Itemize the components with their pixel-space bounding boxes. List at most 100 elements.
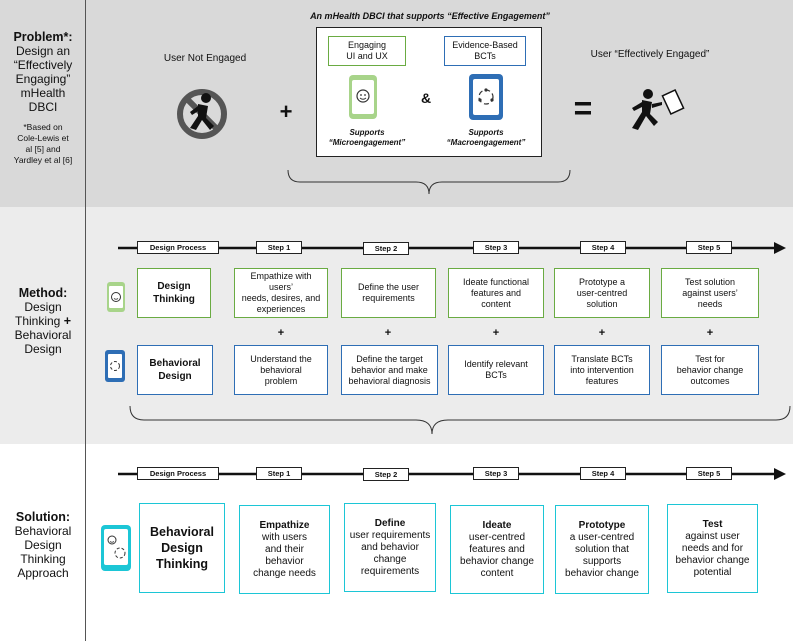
bd-label-line: Behavioral [149, 358, 201, 369]
method-step-1-tag: Step 1 [256, 241, 302, 254]
bd-step-line: into intervention [570, 364, 634, 375]
solution-step-line: user requirements [349, 529, 431, 541]
solution-step-line: behavior [265, 555, 304, 567]
solution-step-2-box: Define user requirements and behavior ch… [344, 503, 436, 592]
dt-step-line: against users’ [682, 287, 738, 298]
engaging-ui-box: Engaging UI and UX [328, 36, 406, 66]
solution-step-line: against user [685, 530, 740, 542]
method-step-3-tag: Step 3 [473, 241, 519, 254]
dt-step-4-box: Prototype a user-centred solution [554, 268, 650, 318]
problem-sub-line: mHealth [20, 86, 66, 100]
solution-step-line: user-centred [468, 531, 526, 543]
solution-timeline-arrow [118, 468, 786, 480]
method-design-process-tag: Design Process [137, 241, 219, 254]
method-step-5-tag: Step 5 [686, 241, 732, 254]
sidebar-divider [85, 0, 86, 641]
bd-step-line: problem [264, 375, 298, 386]
solution-step-head: Test [702, 518, 723, 530]
bdt-label-line: Thinking [155, 557, 209, 571]
solution-step-line: content [480, 567, 514, 579]
method-step-2-tag: Step 2 [363, 242, 409, 255]
supports-macro-caption: Supports “Macroengagement” [440, 128, 532, 148]
solution-step-line: a user-centred [569, 531, 635, 543]
solution-step-3-tag: Step 3 [473, 467, 519, 480]
micro-line: Supports [349, 128, 385, 137]
bd-label-line: Design [158, 371, 192, 382]
bd-step-line: behavioral diagnosis [348, 375, 431, 386]
dt-label-line: Thinking [153, 294, 195, 305]
plus-sign-step-4: + [598, 327, 606, 339]
bdt-label-box: Behavioral Design Thinking [139, 503, 225, 593]
method-heading: Method: [18, 286, 68, 300]
solution-step-line: supports [582, 555, 622, 567]
problem-label: Problem*: Design an “Effectively Engagin… [0, 30, 86, 166]
problem-sub-line: DBCI [28, 100, 58, 114]
bd-step-5-box: Test for behavior change outcomes [661, 345, 759, 395]
blue-phone-small-icon [105, 350, 125, 382]
bd-step-line: features [585, 375, 619, 386]
dt-step-line: Define the user [357, 282, 420, 292]
solution-step-line: with users [261, 531, 307, 543]
green-phone-smiley-icon [349, 75, 377, 119]
method-sub-line: Thinking + [0, 314, 86, 328]
method-sub-line: Behavioral [14, 328, 72, 342]
engaged-running-person-icon [632, 88, 685, 130]
cyan-phone-combined-icon [101, 525, 131, 571]
plus-sign-step-2: + [384, 327, 392, 339]
dt-step-line: requirements [362, 293, 415, 303]
not-engaged-person-icon [177, 89, 227, 139]
effectively-engaged-label: User “Effectively Engaged” [590, 49, 710, 60]
bd-step-line: outcomes [690, 375, 730, 386]
method-sub-line: Design [24, 342, 62, 356]
solution-step-line: features and [469, 543, 525, 555]
dt-step-line: Test solution [684, 276, 736, 287]
solution-step-line: change [373, 553, 407, 565]
macro-line: Supports [468, 128, 504, 137]
problem-brace [287, 169, 571, 195]
problem-sub-line: “Effectively [13, 58, 73, 72]
solution-step-line: behavior change [675, 554, 750, 566]
solution-step-head: Define [374, 517, 406, 529]
bd-step-line: Understand the [250, 353, 312, 364]
bd-step-line: behavior and make [351, 364, 428, 375]
bdt-label-line: Design [161, 541, 203, 555]
method-sub-plus: + [63, 314, 71, 328]
engaging-line: UI and UX [346, 51, 388, 61]
bd-step-3-box: Identify relevant BCTs [448, 345, 544, 395]
dt-step-line: experiences [256, 304, 306, 314]
note-line: Yardley et al [6] [13, 155, 73, 165]
solution-sub-line: Behavioral [14, 524, 72, 538]
solution-step-4-box: Prototype a user-centred solution that s… [555, 505, 649, 594]
note-line: al [5] and [25, 144, 61, 154]
solution-step-line: requirements [360, 565, 420, 577]
dt-step-1-box: Empathize with users’ needs, desires, an… [234, 268, 328, 318]
solution-step-2-tag: Step 2 [363, 468, 409, 481]
dt-step-line: solution [586, 298, 618, 309]
plus-sign: + [279, 99, 293, 124]
ampersand: & [420, 90, 432, 106]
bd-step-line: Identify relevant [464, 359, 528, 369]
solution-sub-line: Thinking [20, 552, 66, 566]
solution-label: Solution: Behavioral Design Thinking App… [0, 510, 86, 580]
note-line: *Based on [23, 122, 63, 132]
bd-step-line: BCTs [485, 370, 507, 380]
evidence-bcts-box: Evidence-Based BCTs [444, 36, 526, 66]
solution-step-4-tag: Step 4 [580, 467, 626, 480]
green-phone-small-icon [107, 282, 125, 312]
method-sub-line: Design [24, 300, 62, 314]
dt-step-3-box: Ideate functional features and content [448, 268, 544, 318]
dt-step-2-box: Define the user requirements [341, 268, 436, 318]
solution-step-line: behavior change [460, 555, 534, 567]
problem-sub-line: Engaging” [15, 72, 71, 86]
solution-step-head: Empathize [259, 519, 310, 531]
problem-heading: Problem*: [13, 30, 73, 44]
evidence-line: Evidence-Based [452, 40, 518, 50]
solution-step-1-box: Empathize with users and their behavior … [239, 505, 330, 594]
solution-step-3-box: Ideate user-centred features and behavio… [450, 505, 544, 594]
solution-sub-line: Approach [17, 566, 69, 580]
note-line: Cole-Lewis et [17, 133, 69, 143]
solution-step-line: solution that [575, 543, 629, 555]
dt-step-line: needs, desires, and [241, 293, 321, 303]
bd-step-1-box: Understand the behavioral problem [234, 345, 328, 395]
dt-step-line: Empathize with users’ [250, 271, 312, 292]
